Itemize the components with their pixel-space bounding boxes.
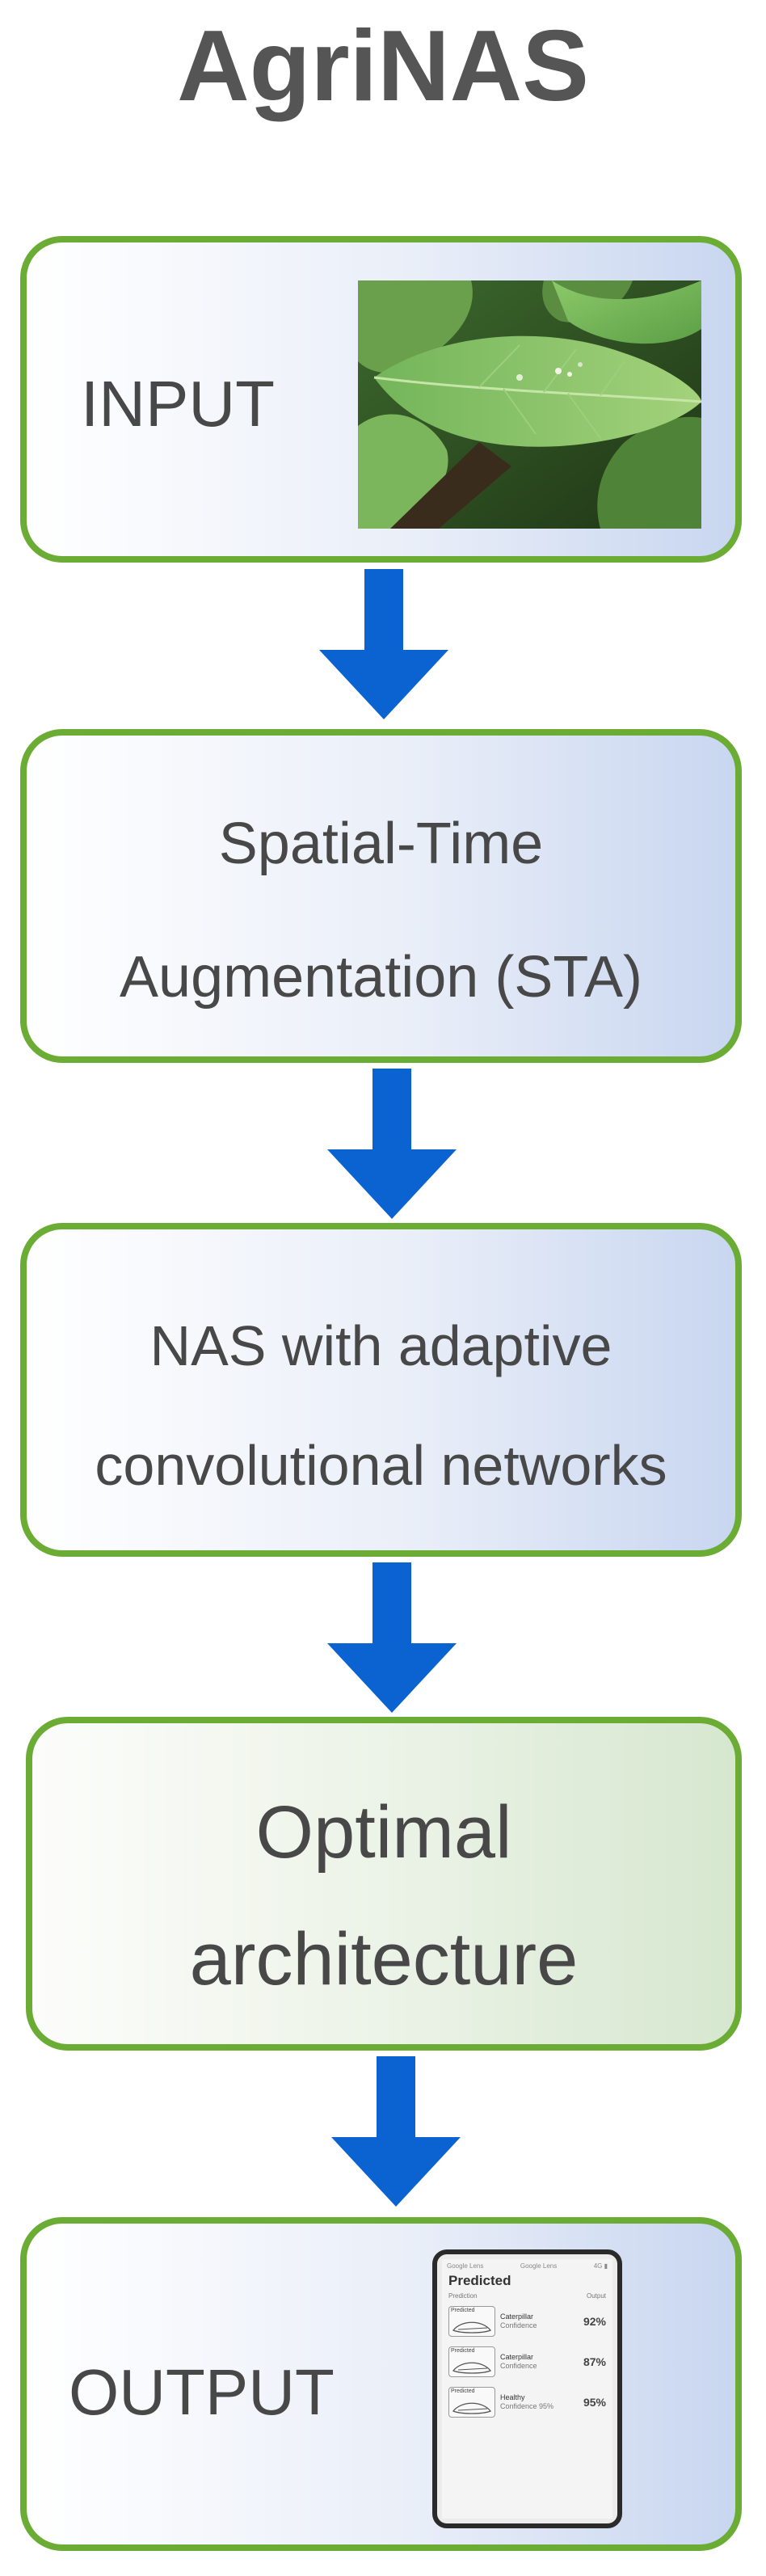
phone-row-label-line1: Healthy (500, 2393, 525, 2402)
phone-column-headers: Prediction Output (442, 2291, 612, 2301)
phone-screen: Google Lens Google Lens 4G ▮ Predicted P… (442, 2259, 612, 2519)
phone-thumb-label: Predicted (451, 2308, 475, 2313)
phone-thumb: Predicted (448, 2387, 495, 2418)
phone-thumb: Predicted (448, 2306, 495, 2337)
phone-row-label-line2: Confidence 95% (500, 2402, 554, 2410)
phone-row-percent: 87% (583, 2355, 606, 2368)
optimal-label-line2: architecture (189, 1918, 579, 2001)
nas-label-line1: NAS with adaptive (149, 1314, 612, 1377)
arrow-down-icon (319, 569, 448, 719)
phone-title: Predicted (448, 2273, 511, 2288)
phone-result-row: Predicted Caterpillar Confidence 92% (442, 2301, 612, 2342)
arrow-down-icon (327, 1562, 457, 1713)
phone-row-label: Caterpillar Confidence (495, 2312, 583, 2330)
phone-thumb: Predicted (448, 2346, 495, 2377)
output-label: OUTPUT (69, 2356, 335, 2428)
nas-box (20, 1223, 742, 1557)
sta-box (20, 729, 742, 1063)
phone-row-percent: 95% (583, 2396, 606, 2409)
leaf-photo (358, 280, 702, 529)
phone-thumb-label: Predicted (451, 2388, 475, 2394)
phone-row-label-line2: Confidence (500, 2321, 537, 2329)
arrow-down-icon (327, 1069, 457, 1219)
phone-mockup: Google Lens Google Lens 4G ▮ Predicted P… (432, 2249, 622, 2528)
phone-col-right: Output (586, 2292, 606, 2300)
phone-row-label-line1: Caterpillar (500, 2353, 534, 2362)
optimal-label-line1: Optimal (255, 1791, 512, 1874)
phone-thumb-label: Predicted (451, 2348, 475, 2354)
phone-status-bar: Google Lens Google Lens 4G ▮ (442, 2259, 612, 2270)
diagram-title: AgriNAS (177, 11, 589, 122)
phone-row-label: Caterpillar Confidence (495, 2353, 583, 2371)
arrow-down-icon (331, 2056, 461, 2207)
sta-label-line1: Spatial-Time (218, 812, 544, 876)
nas-label-line2: convolutional networks (95, 1434, 667, 1497)
phone-col-left: Prediction (448, 2292, 478, 2300)
leaf-sketch-icon (452, 2321, 492, 2334)
phone-row-label: Healthy Confidence 95% (495, 2393, 583, 2411)
phone-status-left: Google Lens (447, 2262, 484, 2270)
phone-status-right: 4G ▮ (593, 2262, 608, 2270)
optimal-architecture-box (26, 1717, 742, 2051)
input-label: INPUT (81, 368, 275, 440)
phone-row-percent: 92% (583, 2315, 606, 2328)
sta-label-line2: Augmentation (STA) (120, 945, 642, 1010)
leaf-sketch-icon (452, 2402, 492, 2414)
phone-result-row: Predicted Healthy Confidence 95% 95% (442, 2382, 612, 2422)
phone-status-mid: Google Lens (520, 2262, 558, 2270)
phone-result-row: Predicted Caterpillar Confidence 87% (442, 2342, 612, 2382)
leaf-sketch-icon (452, 2362, 492, 2374)
phone-row-label-line2: Confidence (500, 2362, 537, 2370)
phone-row-label-line1: Caterpillar (500, 2312, 534, 2321)
